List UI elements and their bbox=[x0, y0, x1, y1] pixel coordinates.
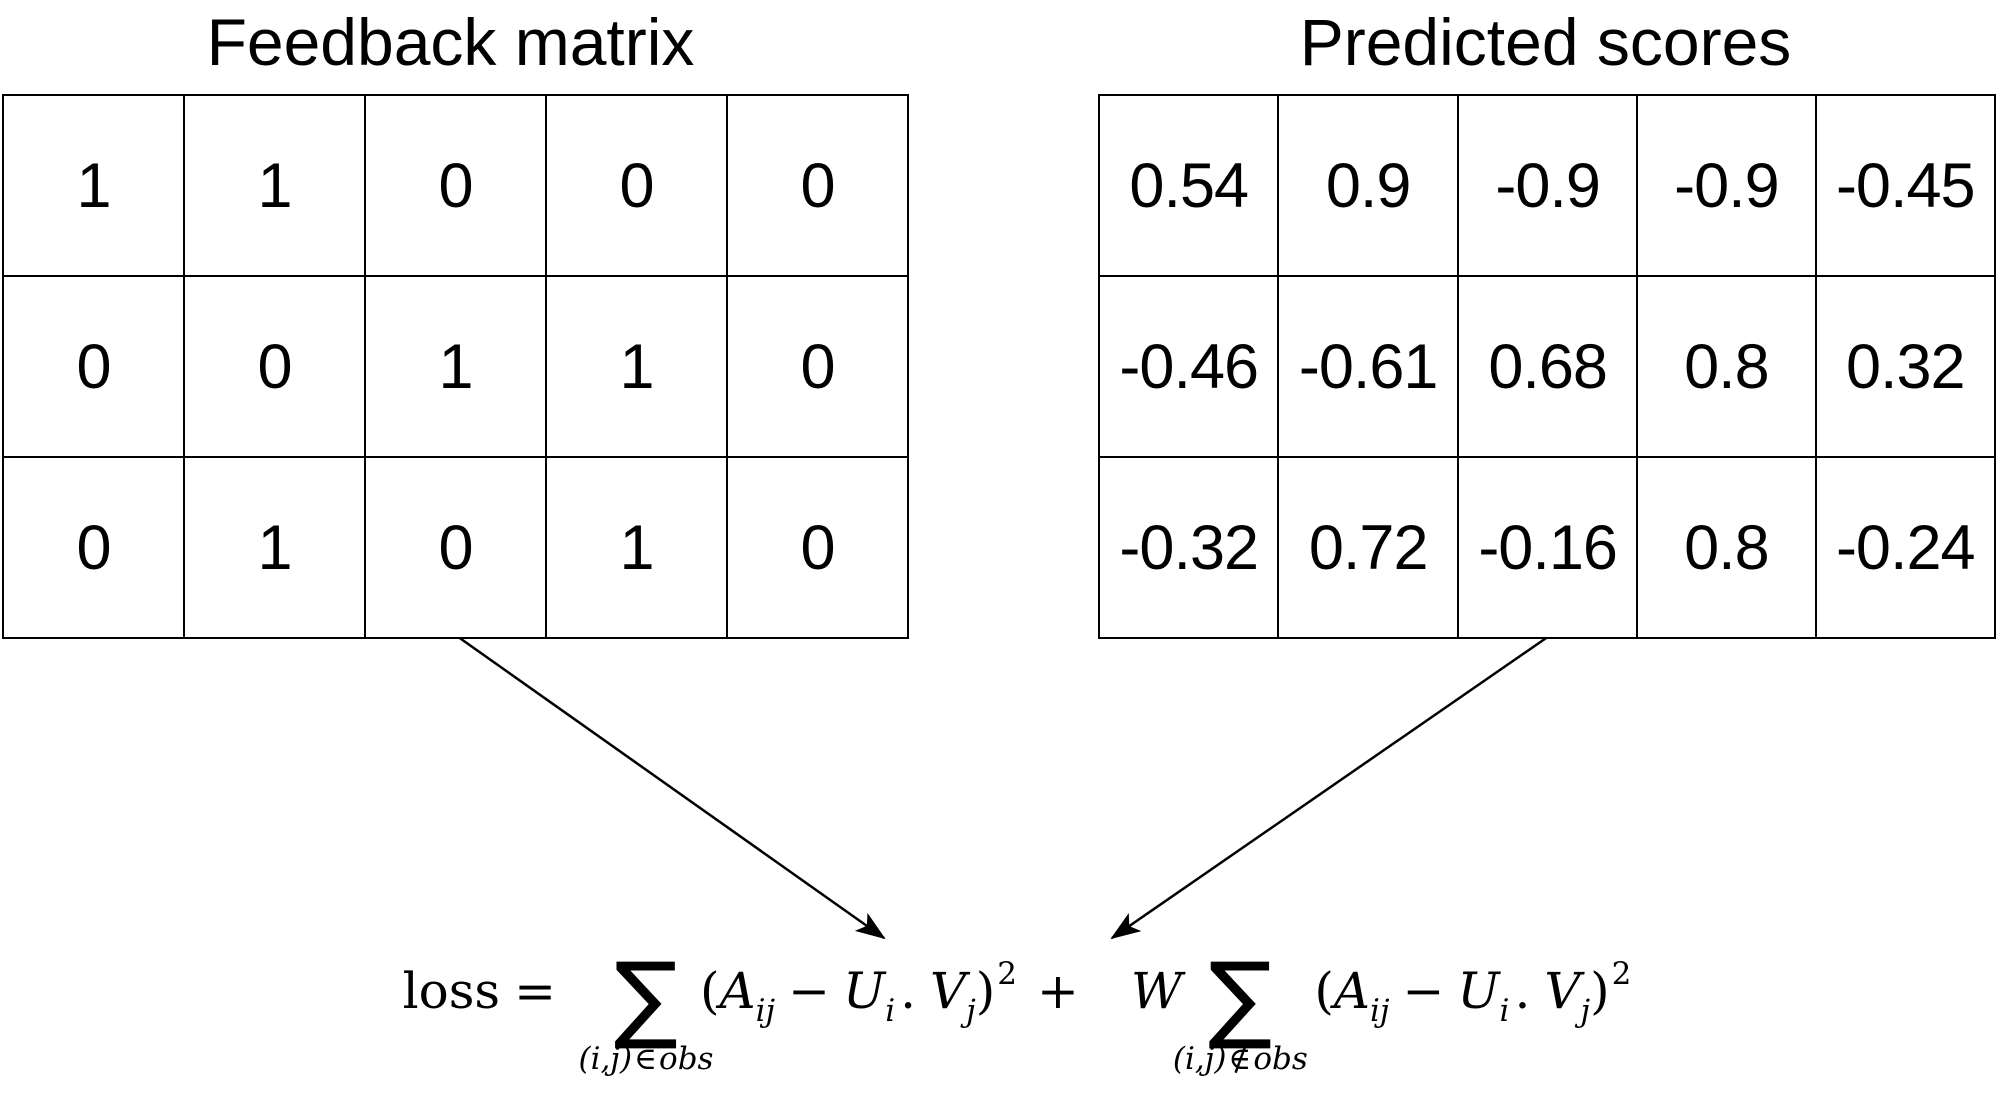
matrix-cell: -0.46 bbox=[1097, 275, 1280, 458]
limit-set: obs bbox=[659, 1041, 714, 1077]
limit-indices: (i,j) bbox=[1172, 1041, 1227, 1077]
V-symbol: V bbox=[930, 962, 967, 1020]
exponent: 2 bbox=[1611, 956, 1632, 992]
minus-operator: − bbox=[788, 962, 831, 1020]
squared-error-term-observed: (Aij−Ui.Vj)2 bbox=[699, 956, 1017, 1029]
sum-unobserved-limit: (i,j)∉obs bbox=[1173, 1041, 1308, 1077]
V-subscript: j bbox=[1580, 993, 1591, 1029]
matrix-cell: -0.24 bbox=[1814, 456, 1996, 639]
V-subscript: j bbox=[966, 993, 976, 1029]
table-row: 1 1 0 0 0 bbox=[2, 94, 909, 277]
matrix-cell: 0.8 bbox=[1636, 456, 1817, 639]
U-symbol: U bbox=[843, 962, 886, 1020]
weight-symbol: W bbox=[1130, 962, 1183, 1020]
matrix-cell: -0.9 bbox=[1456, 94, 1639, 277]
sum-observed: ∑ (i,j)∈obs bbox=[579, 943, 714, 1078]
matrix-cell: 1 bbox=[183, 94, 366, 277]
matrix-cell: 0 bbox=[545, 94, 728, 277]
matrix-cell: 0 bbox=[183, 275, 366, 458]
limit-set: obs bbox=[1253, 1041, 1308, 1077]
matrix-cell: -0.16 bbox=[1456, 456, 1639, 639]
sigma-symbol: ∑ bbox=[613, 943, 678, 1053]
matrix-cell: 0.68 bbox=[1456, 275, 1639, 458]
close-paren: ) bbox=[1590, 962, 1610, 1020]
V-symbol: V bbox=[1544, 962, 1581, 1020]
sum-observed-limit: (i,j)∈obs bbox=[579, 1041, 714, 1077]
predicted-scores-title: Predicted scores bbox=[1299, 5, 1792, 79]
loss-formula: loss = ∑ (i,j)∈obs (Aij−Ui.Vj)2 + W ∑ (i… bbox=[0, 943, 1996, 1078]
element-of-icon: ∈ bbox=[634, 1041, 658, 1077]
A-subscript: ij bbox=[1369, 993, 1390, 1029]
predicted-scores-table: 0.54 0.9 -0.9 -0.9 -0.45 -0.46 -0.61 0.6… bbox=[1097, 94, 1996, 639]
A-symbol: A bbox=[719, 962, 756, 1020]
matrix-cell: 1 bbox=[545, 275, 728, 458]
matrix-cell: -0.45 bbox=[1814, 94, 1996, 277]
plus-sign: + bbox=[1037, 962, 1079, 1020]
feedback-matrix-title: Feedback matrix bbox=[206, 5, 695, 79]
not-element-of-icon: ∉ bbox=[1228, 1041, 1252, 1077]
matrix-cell: -0.32 bbox=[1097, 456, 1280, 639]
minus-operator: − bbox=[1402, 962, 1445, 1020]
matrix-cell: 0 bbox=[726, 94, 909, 277]
table-row: 0 1 0 1 0 bbox=[2, 456, 909, 639]
matrix-cell: 0.32 bbox=[1814, 275, 1996, 458]
table-row: 0 0 1 1 0 bbox=[2, 275, 909, 458]
matrix-cell: 1 bbox=[364, 275, 547, 458]
sigma-symbol: ∑ bbox=[1208, 943, 1273, 1053]
matrix-cell: 1 bbox=[2, 94, 185, 277]
U-subscript: i bbox=[885, 993, 896, 1029]
loss-label: loss bbox=[402, 962, 501, 1020]
dot-operator: . bbox=[900, 962, 917, 1020]
dot-operator: . bbox=[1514, 962, 1531, 1020]
A-symbol: A bbox=[1333, 962, 1370, 1020]
matrix-cell: -0.9 bbox=[1636, 94, 1817, 277]
matrix-cell: 0.72 bbox=[1277, 456, 1459, 639]
matrix-cell: 0.54 bbox=[1097, 94, 1280, 277]
matrix-cell: 0 bbox=[364, 456, 547, 639]
limit-indices: (i,j) bbox=[578, 1041, 633, 1077]
matrix-cell: 0 bbox=[364, 94, 547, 277]
predicted-to-loss-arrow bbox=[1110, 632, 1553, 940]
feedback-to-loss-arrow bbox=[453, 632, 886, 940]
open-paren: ( bbox=[1314, 962, 1334, 1020]
matrix-cell: 1 bbox=[183, 456, 366, 639]
matrix-cell: 0 bbox=[2, 275, 185, 458]
A-subscript: ij bbox=[755, 993, 776, 1029]
matrix-cell: 0 bbox=[726, 456, 909, 639]
open-paren: ( bbox=[699, 962, 720, 1020]
close-paren: ) bbox=[975, 962, 996, 1020]
squared-error-term-unobserved: (Aij−Ui.Vj)2 bbox=[1314, 956, 1632, 1029]
matrix-cell: 0 bbox=[2, 456, 185, 639]
feedback-matrix-table: 1 1 0 0 0 0 0 1 1 0 0 1 0 1 0 bbox=[2, 94, 909, 639]
exponent: 2 bbox=[997, 956, 1017, 992]
equals-sign: = bbox=[514, 962, 556, 1020]
matrix-cell: 0.8 bbox=[1636, 275, 1817, 458]
table-row: -0.46 -0.61 0.68 0.8 0.32 bbox=[1097, 275, 1996, 458]
U-subscript: i bbox=[1499, 993, 1510, 1029]
matrix-cell: 1 bbox=[545, 456, 728, 639]
sum-unobserved: ∑ (i,j)∉obs bbox=[1173, 943, 1308, 1078]
table-row: 0.54 0.9 -0.9 -0.9 -0.45 bbox=[1097, 94, 1996, 277]
U-symbol: U bbox=[1457, 962, 1500, 1020]
matrix-cell: -0.61 bbox=[1277, 275, 1459, 458]
matrix-cell: 0.9 bbox=[1277, 94, 1459, 277]
matrix-cell: 0 bbox=[726, 275, 909, 458]
table-row: -0.32 0.72 -0.16 0.8 -0.24 bbox=[1097, 456, 1996, 639]
